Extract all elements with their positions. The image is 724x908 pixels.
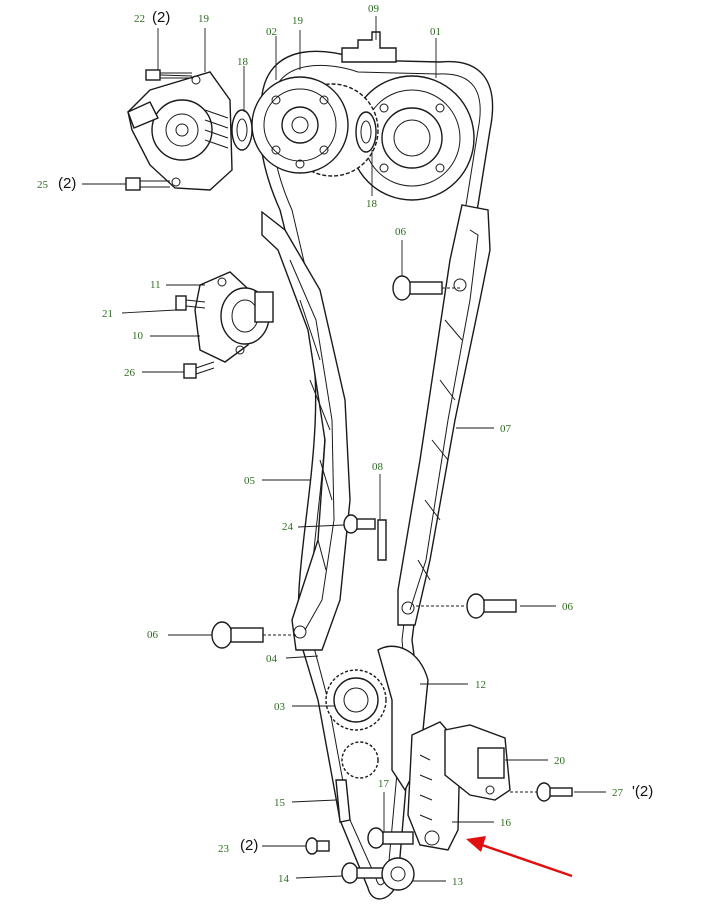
qty-23: (2): [240, 837, 259, 854]
stud-23: [305, 837, 330, 855]
slide-15: [335, 779, 351, 823]
bolt-14: [341, 862, 398, 884]
label-15: 15: [274, 797, 285, 809]
label-26: 26: [124, 367, 135, 379]
label-21: 21: [102, 308, 113, 320]
label-19-right: 19: [292, 15, 303, 27]
washer-18-right: [355, 111, 377, 153]
bolt-21: [175, 295, 206, 311]
label-19-left: 19: [198, 13, 209, 25]
label-13: 13: [452, 876, 463, 888]
lower-tensioner: [407, 721, 511, 851]
upper-chain-guide: [341, 31, 397, 63]
label-20: 20: [554, 755, 565, 767]
label-11: 11: [150, 279, 161, 291]
label-09: 09: [368, 3, 379, 15]
camshaft-solenoid: [127, 71, 233, 191]
label-01: 01: [430, 26, 441, 38]
bolt-22: [145, 69, 193, 81]
label-18-bottom: 18: [366, 198, 377, 210]
bolt-17: [367, 827, 414, 849]
bolt-25: [125, 177, 170, 191]
label-05: 05: [244, 475, 255, 487]
tensioner-rail: [261, 210, 351, 651]
label-06-left: 06: [147, 629, 158, 641]
label-16: 16: [500, 817, 511, 829]
label-22: 22: [134, 13, 145, 25]
label-12: 12: [475, 679, 486, 691]
washer-18-left: [231, 109, 253, 151]
label-06-right: 06: [562, 601, 573, 613]
crankshaft-sprocket: [325, 669, 387, 779]
label-07: 07: [500, 423, 511, 435]
label-14: 14: [278, 873, 289, 885]
pin-08: [377, 519, 387, 561]
qty-27: '(2): [632, 783, 654, 800]
label-03: 03: [274, 701, 285, 713]
label-04: 04: [266, 653, 277, 665]
chain-tensioner: [194, 271, 274, 363]
lower-sprocket-13: [381, 857, 415, 891]
bolt-06-left: [211, 621, 296, 649]
label-25: 25: [37, 179, 48, 191]
label-27: 27: [612, 787, 623, 799]
label-08: 08: [372, 461, 383, 473]
bolt-06-top: [392, 275, 462, 301]
label-02: 02: [266, 26, 277, 38]
label-17: 17: [378, 778, 389, 790]
qty-22: (2): [152, 9, 171, 26]
bolt-24: [343, 514, 376, 534]
red-arrow: [466, 836, 573, 878]
label-23: 23: [218, 843, 229, 855]
bolt-26: [183, 361, 215, 379]
intake-camshaft-sprocket: [251, 76, 379, 177]
label-18-top: 18: [237, 56, 248, 68]
label-24: 24: [282, 521, 293, 533]
label-10: 10: [132, 330, 143, 342]
exhaust-camshaft-sprocket: [349, 75, 475, 201]
bolt-06-right: [416, 593, 517, 619]
bolt-27: [510, 782, 573, 802]
label-06-top: 06: [395, 226, 406, 238]
leader-lines: [82, 16, 606, 882]
fixed-chain-guide: [397, 204, 491, 626]
qty-25: (2): [58, 175, 77, 192]
